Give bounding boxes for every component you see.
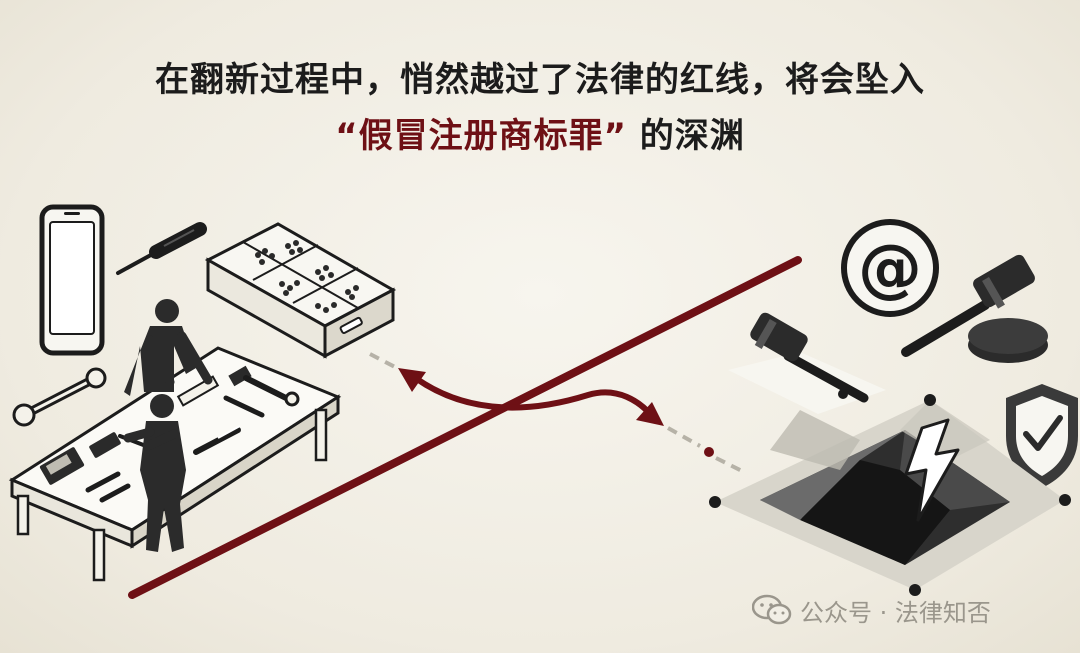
crossing-arrow <box>398 368 664 426</box>
svg-text:@: @ <box>858 232 922 306</box>
headline-line-2: “假冒注册商标罪” 的深渊 <box>0 108 1080 164</box>
watermark: 公众号 · 法律知否 <box>752 590 991 630</box>
wrench-icon <box>12 367 107 427</box>
lightning-crack-icon <box>904 418 960 522</box>
at-sign-icon: @ <box>841 219 939 317</box>
worker-figure-icon <box>123 394 186 552</box>
headline: 在翻新过程中，悄然越过了法律的红线，将会坠入 “假冒注册商标罪” 的深渊 <box>0 52 1080 164</box>
gavel-icon <box>728 312 886 414</box>
crime-name-highlight: “假冒注册商标罪” <box>335 116 627 156</box>
bench-tools <box>39 365 300 503</box>
worker-figure-icon <box>124 299 213 396</box>
headline-line-1: 在翻新过程中，悄然越过了法律的红线，将会坠入 <box>155 60 925 100</box>
parts-box-icon <box>204 222 397 359</box>
headline-line-2-rest: 的深渊 <box>626 116 745 156</box>
watermark-text: 公众号 · 法律知否 <box>800 598 991 627</box>
gavel-icon <box>901 254 1048 363</box>
wechat-icon <box>752 594 792 625</box>
screwdriver-icon <box>116 222 207 275</box>
dashed-connector <box>369 352 745 474</box>
shield-check-icon <box>1006 384 1078 488</box>
legal-red-line <box>128 256 802 599</box>
phone-icon <box>39 204 105 356</box>
